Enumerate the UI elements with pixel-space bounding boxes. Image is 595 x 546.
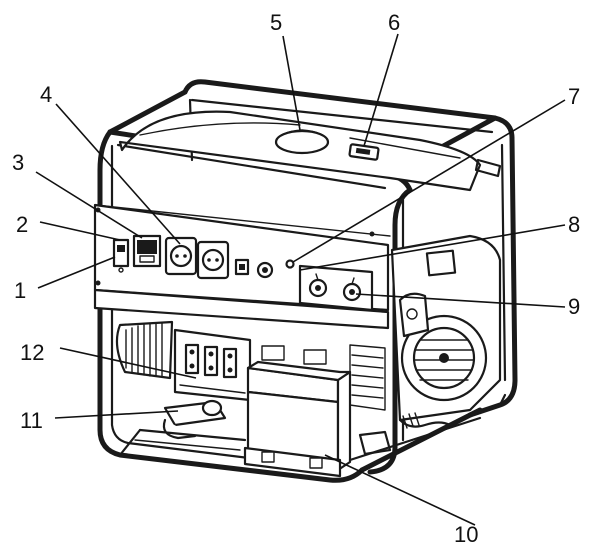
alternator	[115, 234, 502, 429]
callout-5: 5	[270, 10, 282, 35]
leader-1	[37, 256, 116, 289]
callout-10: 10	[454, 522, 478, 546]
ground-terminal	[285, 259, 295, 269]
circuit-breaker	[112, 238, 130, 273]
leader-9	[355, 293, 566, 308]
leader-lines	[35, 33, 566, 526]
fuel-gauge	[348, 143, 380, 161]
callout-12: 12	[20, 340, 44, 365]
callout-8: 8	[568, 212, 580, 237]
leader-8	[299, 224, 566, 271]
leader-7	[292, 99, 566, 263]
callout-4: 4	[40, 82, 52, 107]
hour-meter	[132, 234, 162, 268]
leader-11	[54, 410, 179, 419]
callout-1: 1	[14, 278, 26, 303]
callout-6: 6	[388, 10, 400, 35]
leader-2	[39, 221, 121, 241]
callout-3: 3	[12, 150, 24, 175]
leader-10	[324, 454, 476, 526]
callout-2: 2	[16, 212, 28, 237]
leader-5	[282, 35, 301, 131]
leader-6	[363, 33, 399, 147]
control-panel	[93, 203, 391, 330]
callout-11: 11	[20, 408, 43, 433]
terminal-block	[173, 328, 252, 402]
dc-panel	[298, 264, 374, 312]
battery	[243, 345, 352, 478]
leader-3	[35, 171, 143, 239]
leader-4	[55, 103, 181, 245]
mount-foot	[134, 399, 482, 462]
callout-9: 9	[568, 294, 580, 319]
ac-outlet-left	[164, 236, 198, 276]
callout-labels: 1 2 3 4 5 6 7 8 9 10 11 12	[12, 10, 580, 546]
callout-7: 7	[568, 84, 580, 109]
ac-outlet-right	[196, 240, 230, 280]
leader-12	[59, 347, 197, 379]
fuel-tank	[118, 110, 502, 192]
